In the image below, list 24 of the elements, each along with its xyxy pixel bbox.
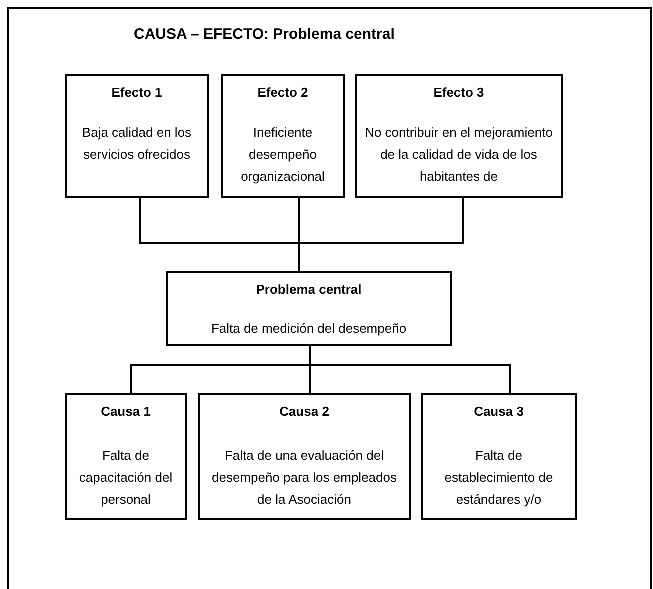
- text-box: [65, 393, 187, 520]
- connector-line: [309, 346, 511, 393]
- box-text: Falta de una evaluación del desempeño para los empleados de la Asociación: [210, 447, 398, 509]
- box-text: Ineficiente desempeño organizacional: [240, 124, 326, 186]
- text-box: [355, 74, 563, 198]
- box-heading: Problema central: [256, 281, 362, 299]
- text-box: [166, 271, 452, 346]
- connector-line: [298, 198, 464, 271]
- box-heading: Efecto 1: [112, 84, 162, 102]
- text-box: [65, 74, 209, 198]
- box-text: Falta de establecimiento de estándares y/o: [444, 447, 554, 509]
- text-box: [421, 393, 577, 520]
- box-text: Baja calidad en los servicios ofrecidos: [81, 124, 193, 164]
- box-text: Falta de medición del desempeño: [211, 320, 407, 338]
- box-heading: Efecto 2: [258, 84, 308, 102]
- text-box: [198, 393, 411, 520]
- title: CAUSA – EFECTO: Problema central: [134, 25, 395, 45]
- box-heading: Causa 2: [280, 403, 330, 421]
- text-box: [221, 74, 345, 198]
- box-text: Falta de capacitación del personal: [78, 447, 174, 509]
- box-text: No contribuir en el mejoramiento de la calidad de vida de los habitantes de: [365, 124, 553, 186]
- box-heading: Causa 1: [101, 403, 151, 421]
- box-heading: Causa 3: [474, 403, 524, 421]
- box-heading: Efecto 3: [434, 84, 484, 102]
